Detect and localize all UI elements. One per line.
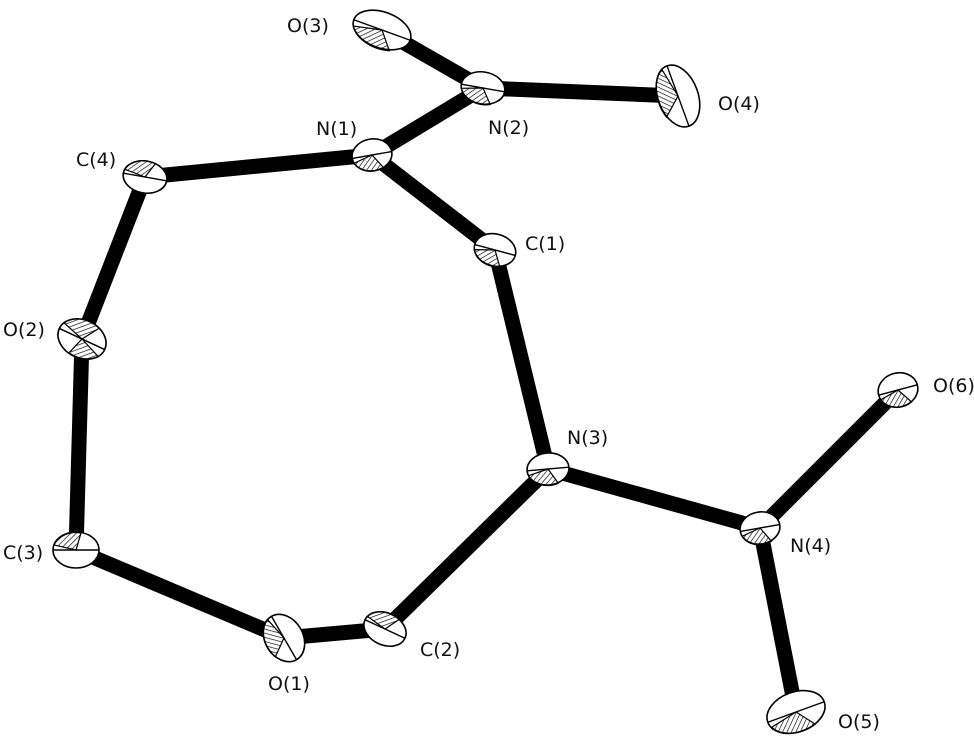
label-n4: N(4) [790,535,831,557]
label-n2: N(2) [488,117,529,139]
atom-c4 [122,159,168,195]
label-o1: O(1) [268,673,310,695]
bond-o2-c3 [68,338,90,551]
label-o5: O(5) [838,711,880,733]
bond-n2-o4 [482,80,679,104]
label-c2: C(2) [420,639,460,661]
atom-o6 [877,371,919,409]
bond-c3-o1 [73,543,287,645]
atom-o5 [766,689,826,735]
bond-n4-o5 [752,526,804,714]
atom-n3 [526,452,570,487]
atom-labels: O(3) N(2) O(4) N(1) C(4) C(1) O(2) O(6) … [3,15,974,733]
bond-n1-c1 [367,149,500,256]
bond-c4-n1 [144,147,373,185]
label-c3: C(3) [3,542,43,564]
label-c4: C(4) [76,149,116,171]
bond-c4-o2 [75,174,152,342]
atom-c3 [52,531,100,569]
atom-o4 [655,64,701,128]
label-n3: N(3) [567,427,608,449]
atom-n4 [739,511,781,546]
bond-c1-n3 [487,248,556,471]
label-n1: N(1) [316,118,357,140]
atom-o2 [57,317,107,361]
bond-n4-o6 [754,384,904,534]
bond-n3-c2 [379,463,554,635]
atoms [52,9,919,735]
label-o6: O(6) [933,375,974,397]
atom-o3 [352,9,412,52]
atom-c1 [473,232,517,268]
atom-o1 [262,613,306,663]
bond-n1-n2 [368,81,487,162]
label-o4: O(4) [718,93,760,115]
atom-n1 [351,138,393,172]
label-c1: C(1) [525,233,565,255]
bond-n3-n4 [545,461,763,536]
atom-c2 [363,610,407,648]
atom-n2 [460,70,506,106]
label-o2: O(2) [3,319,45,341]
bonds [68,23,904,714]
label-o3: O(3) [287,15,329,37]
